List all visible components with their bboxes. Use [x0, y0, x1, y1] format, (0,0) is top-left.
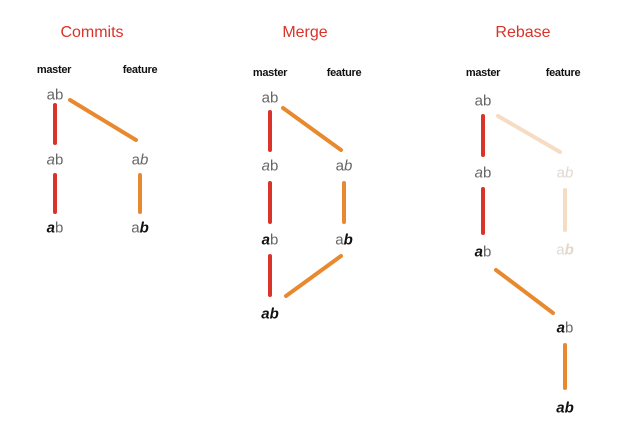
- commits-node-master-3: ab: [46, 219, 64, 237]
- rebase-node-master-2: ab: [474, 164, 492, 182]
- commits-node-feature-2: ab: [131, 219, 149, 237]
- merge-branch-edge: [281, 106, 343, 152]
- merge-node-feature-2: ab: [335, 231, 353, 249]
- commits-node-feature-1: ab: [131, 151, 149, 169]
- commits-feature-label: feature: [122, 64, 158, 76]
- title-merge: Merge: [282, 24, 328, 41]
- rebase-node-master-3: ab: [474, 243, 492, 261]
- rebase-node-master-1: ab: [474, 92, 492, 110]
- rebase-rebased-edge: [494, 268, 555, 315]
- rebase-feature-label: feature: [545, 67, 581, 79]
- rebase-node-rebased-2: ab: [556, 399, 574, 417]
- merge-join-edge: [284, 254, 343, 298]
- merge-node-master-2: ab: [261, 157, 279, 175]
- rebase-node-faded-2: ab: [556, 241, 574, 259]
- merge-node-feature-1: ab: [335, 157, 353, 175]
- title-rebase: Rebase: [495, 24, 551, 41]
- merge-feature-label: feature: [326, 67, 362, 79]
- commits-node-master-1: ab: [46, 86, 64, 104]
- merge-node-master-3: ab: [261, 231, 279, 249]
- rebase-node-rebased-1: ab: [556, 319, 574, 337]
- commits-branch-edge: [68, 98, 138, 142]
- rebase-master-label: master: [465, 67, 501, 79]
- commits-master-label: master: [36, 64, 72, 76]
- rebase-node-faded-1: ab: [556, 164, 574, 182]
- title-commits: Commits: [60, 24, 124, 41]
- merge-node-master-1: ab: [261, 89, 279, 107]
- merge-master-label: master: [252, 67, 288, 79]
- commits-node-master-2: ab: [46, 151, 64, 169]
- rebase-faded-branch-edge: [496, 114, 562, 154]
- merge-node-merge-commit: ab: [261, 305, 279, 323]
